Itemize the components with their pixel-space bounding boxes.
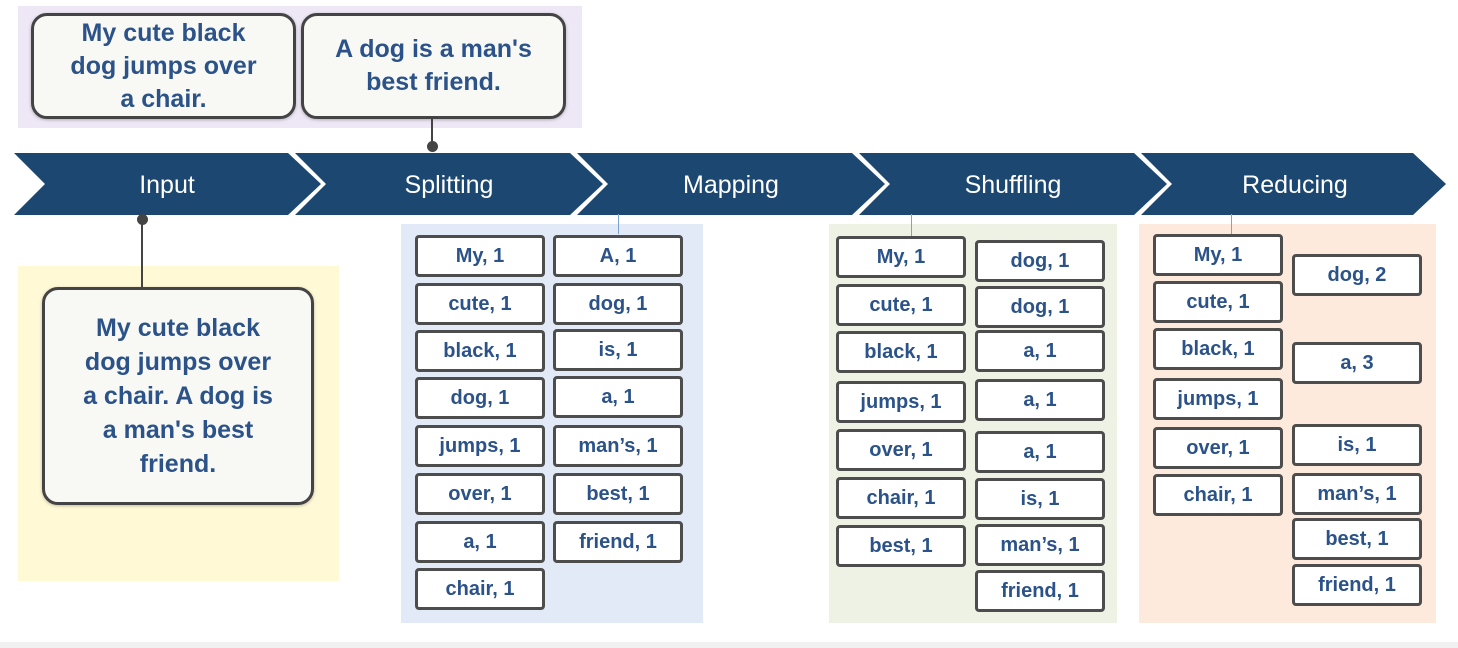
reducing-connector <box>1231 214 1232 234</box>
shuffle-pair-box: a, 1 <box>975 330 1105 372</box>
reduce-pair-box: My, 1 <box>1153 234 1283 276</box>
map-pair-box: chair, 1 <box>415 568 545 610</box>
shuffling-connector <box>911 214 912 236</box>
shuffle-pair-box: black, 1 <box>836 331 966 373</box>
input-connector <box>141 220 143 288</box>
input-connector-dot <box>137 214 148 225</box>
shuffle-pair-box: My, 1 <box>836 236 966 278</box>
stage-label-shuffling: Shuffling <box>964 171 1062 199</box>
reduce-pair-box: man’s, 1 <box>1292 473 1422 515</box>
input-doc-2-line: A dog is a man's <box>335 35 532 63</box>
map-pair-box: black, 1 <box>415 330 545 372</box>
reduce-pair-box: cute, 1 <box>1153 281 1283 323</box>
stage-chevrons <box>14 153 1446 215</box>
bottom-strip <box>0 642 1458 648</box>
reduce-pair-box: black, 1 <box>1153 328 1283 370</box>
mapping-connector <box>618 214 619 234</box>
reduce-pair-box: best, 1 <box>1292 518 1422 560</box>
map-pair-box: friend, 1 <box>553 521 683 563</box>
reduce-pair-box: friend, 1 <box>1292 564 1422 606</box>
shuffle-pair-box: a, 1 <box>975 431 1105 473</box>
map-pair-box: a, 1 <box>415 521 545 563</box>
stage-label-reducing: Reducing <box>1242 171 1348 199</box>
shuffle-pair-box: man’s, 1 <box>975 524 1105 566</box>
input-text-line: friend. <box>139 450 217 478</box>
chevron-mapping <box>577 153 885 215</box>
chevron-splitting <box>295 153 603 215</box>
map-pair-box: a, 1 <box>553 376 683 418</box>
stage-label-splitting: Splitting <box>404 171 494 199</box>
shuffle-pair-box: dog, 1 <box>975 286 1105 328</box>
shuffle-pair-box: dog, 1 <box>975 240 1105 282</box>
shuffle-pair-box: is, 1 <box>975 478 1105 520</box>
input-text-line: a man's best <box>102 416 254 444</box>
input-text-line: My cute black <box>96 314 260 342</box>
input-text-line: a chair. A dog is <box>83 382 273 410</box>
chevron-shuffling <box>859 153 1167 215</box>
input-doc-2: A dog is a man's best friend. <box>301 13 566 119</box>
map-pair-box: man’s, 1 <box>553 425 683 467</box>
input-doc-2-line: best friend. <box>366 68 501 96</box>
splitting-connector <box>431 119 433 147</box>
shuffle-pair-box: a, 1 <box>975 379 1105 421</box>
splitting-connector-dot <box>427 141 438 152</box>
input-doc-1-line: dog jumps over <box>70 51 257 80</box>
input-doc-1: My cute black dog jumps over a chair. <box>31 13 296 119</box>
shuffle-pair-box: friend, 1 <box>975 570 1105 612</box>
chevron-reducing <box>1141 153 1446 215</box>
stage-label-mapping: Mapping <box>683 171 779 199</box>
map-pair-box: is, 1 <box>553 329 683 371</box>
input-text: My cute black dog jumps over a chair. A … <box>42 287 314 505</box>
map-pair-box: dog, 1 <box>415 377 545 419</box>
reduce-pair-box: is, 1 <box>1292 424 1422 466</box>
map-pair-box: My, 1 <box>415 235 545 277</box>
map-pair-box: jumps, 1 <box>415 425 545 467</box>
chevron-input <box>14 153 321 215</box>
shuffle-pair-box: chair, 1 <box>836 477 966 519</box>
map-pair-box: over, 1 <box>415 473 545 515</box>
reduce-pair-box: a, 3 <box>1292 342 1422 384</box>
map-pair-box: best, 1 <box>553 473 683 515</box>
shuffle-pair-box: jumps, 1 <box>836 381 966 423</box>
reduce-pair-box: chair, 1 <box>1153 474 1283 516</box>
input-text-line: dog jumps over <box>84 348 272 376</box>
map-pair-box: A, 1 <box>553 235 683 277</box>
shuffle-pair-box: over, 1 <box>836 429 966 471</box>
reduce-pair-box: dog, 2 <box>1292 254 1422 296</box>
stage-label-input: Input <box>139 171 195 199</box>
map-pair-box: cute, 1 <box>415 283 545 325</box>
input-doc-1-line: My cute black <box>81 18 246 47</box>
reduce-pair-box: over, 1 <box>1153 427 1283 469</box>
reduce-pair-box: jumps, 1 <box>1153 378 1283 420</box>
shuffle-pair-box: cute, 1 <box>836 284 966 326</box>
input-doc-1-line: a chair. <box>120 84 207 113</box>
shuffle-pair-box: best, 1 <box>836 525 966 567</box>
map-pair-box: dog, 1 <box>553 283 683 325</box>
